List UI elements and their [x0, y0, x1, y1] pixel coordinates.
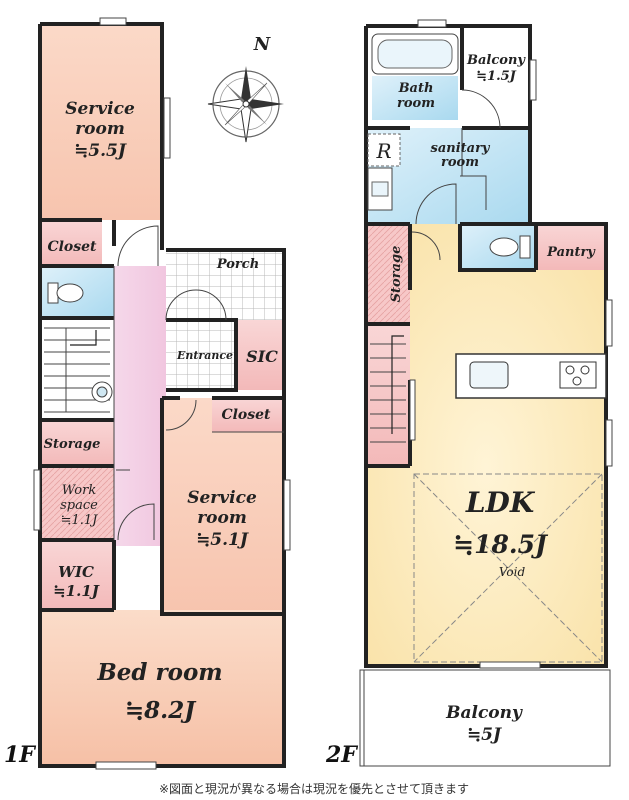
room-label-work-space: Work space ≒1.1J — [60, 483, 98, 528]
refrigerator-icon: R — [367, 133, 401, 167]
balcony-bottom-size: ≒5J — [467, 725, 502, 745]
doors-1f — [116, 225, 227, 541]
bed-room-area — [40, 610, 284, 766]
closet-top-name: Closet — [47, 239, 97, 255]
toilet-2f — [489, 235, 531, 259]
storage-1f-area — [40, 420, 114, 466]
room-label-wic: WIC ≒1.1J — [53, 563, 100, 600]
bath-room-name-line1: Bath — [398, 81, 434, 96]
service-room-mid-name-line1: Service — [187, 488, 257, 508]
porch-name: Porch — [216, 257, 259, 272]
work-space-name-line1: Work — [62, 483, 97, 498]
bed-room-size: ≒8.2J — [125, 697, 197, 724]
stove-icon — [559, 361, 597, 389]
balcony-top-size: ≒1.5J — [476, 69, 517, 84]
ldk-name: LDK — [465, 486, 536, 519]
storage-2f-area — [366, 224, 410, 324]
room-label-sanitary-room: sanitary room — [431, 141, 491, 170]
pantry-name: Pantry — [546, 245, 596, 260]
work-space-name-line2: space — [60, 498, 98, 513]
sic-name: SIC — [246, 347, 278, 366]
bed-room-name: Bed room — [96, 659, 222, 686]
service-room-top-size: ≒5.5J — [74, 141, 127, 161]
balcony-top-name: Balcony — [466, 53, 526, 68]
washstand — [367, 167, 393, 211]
service-room-top-area — [40, 24, 162, 220]
balcony-bottom-name: Balcony — [445, 703, 523, 723]
room-label-service-room-top: Service room ≒5.5J — [65, 99, 135, 161]
porch-area — [166, 250, 284, 320]
room-label-service-room-mid: Service room ≒5.1J — [187, 488, 257, 550]
balcony-bottom-area — [360, 670, 610, 766]
sic-area — [236, 320, 284, 390]
refrigerator-label: R — [375, 139, 391, 163]
service-room-top-name-line2: room — [75, 119, 125, 139]
windows-2f — [409, 19, 613, 669]
room-label-balcony-bottom: Balcony ≒5J — [445, 703, 523, 745]
service-room-mid-name-line2: room — [197, 508, 247, 528]
storage-1f-name: Storage — [44, 437, 101, 452]
sink-icon — [469, 361, 509, 389]
stairs-1f — [44, 327, 113, 413]
stairs-1f-area — [40, 318, 114, 420]
room-label-bath-room: Bath room — [397, 81, 435, 111]
room-label-balcony-top: Balcony ≒1.5J — [466, 53, 526, 84]
room-label-bed-room: Bed room ≒8.2J — [96, 659, 222, 724]
hallway-1f-area — [114, 266, 166, 546]
compass: N — [207, 34, 284, 143]
sanitary-room-name-line1: sanitary — [431, 141, 491, 156]
compass-north-label: N — [253, 34, 272, 55]
floor-2-label: 2F — [325, 742, 358, 768]
closet-mid-name: Closet — [221, 407, 271, 423]
doors-2f — [411, 89, 501, 261]
floor-1-label: 1F — [4, 742, 36, 768]
floor-2: Bath room Balcony ≒1.5J R sanitary room … — [325, 19, 613, 768]
floor-1: Service room ≒5.5J Closet Porch Entrance… — [4, 17, 291, 770]
room-label-ldk: LDK ≒18.5J Void — [453, 486, 549, 579]
toilet-1f — [47, 282, 84, 304]
wic-size: ≒1.1J — [53, 582, 100, 600]
pantry-area — [536, 224, 606, 270]
bathtub-icon — [371, 33, 459, 75]
service-room-mid-area — [162, 398, 284, 614]
ldk-size: ≒18.5J — [453, 530, 549, 559]
sanitary-room-name-line2: room — [441, 155, 479, 170]
ldk-area — [366, 224, 606, 666]
wic-name: WIC — [58, 563, 94, 581]
footnote: ※図面と現況が異なる場合は現況を優先とさせて頂きます — [159, 781, 469, 796]
kitchen-counter — [455, 353, 607, 399]
stairs-2f — [370, 335, 406, 443]
stairs-2f-area — [366, 324, 410, 466]
closet-top-area — [40, 220, 102, 266]
entrance-name: Entrance — [176, 349, 233, 362]
bath-room-name-line2: room — [397, 96, 435, 111]
compass-rose-icon — [207, 66, 284, 143]
service-room-mid-size: ≒5.1J — [196, 530, 249, 550]
service-room-top-name-line1: Service — [65, 99, 135, 119]
wic-area — [40, 540, 114, 610]
void-label: Void — [499, 565, 526, 579]
work-space-size: ≒1.1J — [61, 513, 99, 528]
windows-1f — [33, 17, 291, 770]
entrance-area — [166, 320, 236, 390]
work-space-area — [40, 466, 114, 540]
storage-2f-name: Storage — [389, 246, 404, 303]
